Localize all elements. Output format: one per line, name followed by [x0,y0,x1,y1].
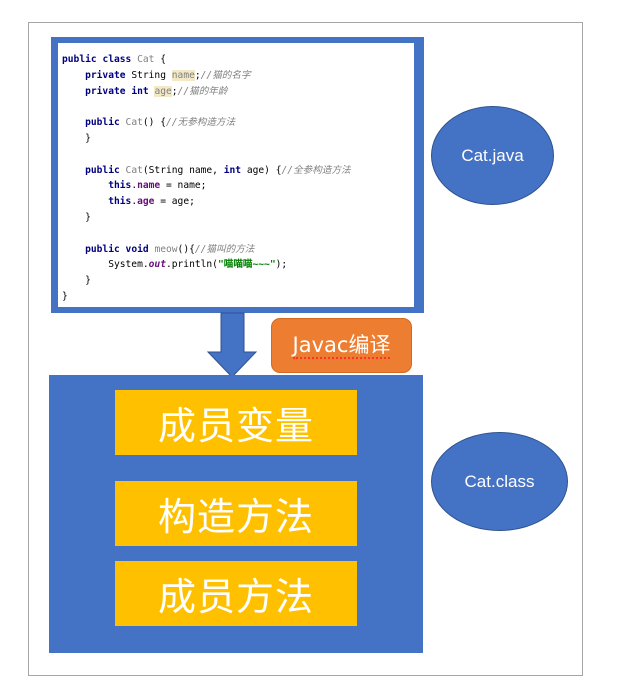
code-token: = name; [160,180,207,192]
code-line: System.out.println("喵喵喵~~~"); [62,257,351,273]
code-token: name [137,180,161,192]
code-line: public class Cat { [62,52,351,68]
cat-java-ellipse: Cat.java [431,106,554,205]
constructors-block: 构造方法 [115,481,357,546]
code-token: Cat [125,164,143,176]
code-token: private [85,85,126,97]
code-token: //猫的年龄 [177,85,228,97]
code-line: private int age;//猫的年龄 [62,84,351,100]
code-token: Cat [137,54,155,65]
code-line: this.age = age; [62,194,351,210]
code-token: .println( [165,259,218,271]
code-token: //猫的名字 [200,69,251,81]
code-token: private [85,69,126,81]
code-token: ); [275,259,288,271]
code-token: void [125,243,149,255]
code-line: } [62,289,351,305]
code-token: ; [171,85,178,97]
code-line: public Cat() {//无参构造方法 [62,115,351,131]
cat-class-ellipse: Cat.class [431,432,568,531]
code-token: int [223,164,242,176]
code-token: ; [194,69,201,81]
java-source-code: public class Cat { private String name;/… [62,52,351,305]
code-token: this [108,196,132,208]
code-token: } [62,211,91,223]
code-token: () { [142,117,166,129]
code-token: (){ [177,243,195,255]
code-token: //猫叫的方法 [194,243,255,255]
code-line: private String name;//猫的名字 [62,68,351,84]
code-line: this.name = name; [62,178,351,194]
code-token: } [62,290,68,302]
code-token: String [125,69,172,81]
code-line: } [62,131,351,147]
source-code-panel: public class Cat { private String name;/… [51,37,424,313]
code-token: public [85,117,120,129]
code-line: } [62,210,351,226]
code-token: . [131,180,138,192]
code-token: { [154,54,166,65]
code-token: age [154,85,172,97]
code-line: public void meow(){//猫叫的方法 [62,242,351,258]
member-variables-block: 成员变量 [115,390,357,455]
code-token: . [131,196,138,208]
code-token: System. [62,259,149,271]
code-line: } [62,273,351,289]
code-token: = age; [154,196,195,208]
code-token: class [102,54,132,65]
code-token: Cat [125,117,143,129]
code-token: public [85,243,120,255]
code-token: (String name, [142,164,224,176]
code-area: public class Cat { private String name;/… [58,43,414,307]
code-token: "喵喵喵~~~" [217,259,276,271]
javac-compile-label: Javac编译 [271,318,412,373]
cat-class-label: Cat.class [464,471,535,491]
class-file-panel: 成员变量 构造方法 成员方法 [49,375,423,653]
code-token: this [108,180,132,192]
code-token: public [62,54,97,65]
member-methods-block: 成员方法 [115,561,357,626]
code-token: age [137,196,155,208]
code-token: } [62,132,91,144]
code-token: meow [154,243,178,255]
code-token: int [131,85,149,97]
javac-label-text: Javac编译 [292,332,391,359]
code-token: //无参构造方法 [165,117,236,129]
code-token: out [148,259,166,271]
code-token: age) { [241,164,282,176]
code-token: //全参构造方法 [281,164,351,176]
code-token: } [62,275,91,287]
code-token: public [85,164,120,176]
code-line: public Cat(String name, int age) {//全参构造… [62,163,351,179]
code-token: name [171,69,195,81]
cat-java-label: Cat.java [461,145,524,165]
